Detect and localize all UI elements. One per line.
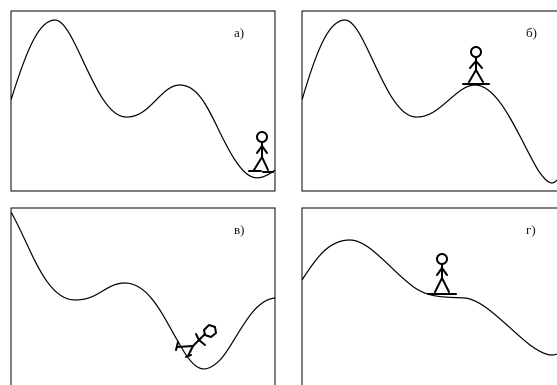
panel-g-frame <box>301 207 557 385</box>
panel-v-frame <box>10 207 276 385</box>
panel-a-curve <box>10 19 276 179</box>
panel-g-label: г) <box>526 222 536 237</box>
panel-b: б) <box>301 10 557 192</box>
panel-b-frame <box>301 10 557 192</box>
panel-g: г) <box>301 207 557 385</box>
panel-a: а) <box>10 10 276 192</box>
panel-v: в) <box>10 207 276 385</box>
panel-v-label: в) <box>234 222 244 237</box>
panel-a-frame <box>10 10 276 192</box>
panel-a-stick-figure <box>248 131 274 173</box>
panel-b-label: б) <box>526 25 537 40</box>
panel-a-label: а) <box>234 25 244 40</box>
panel-v-curve <box>10 211 276 370</box>
panel-b-curve <box>301 19 557 184</box>
panel-b-stick-figure <box>462 46 490 85</box>
panel-g-stick-figure <box>427 253 457 295</box>
panel-v-stick-figure <box>175 324 217 358</box>
panel-g-curve <box>301 239 557 356</box>
